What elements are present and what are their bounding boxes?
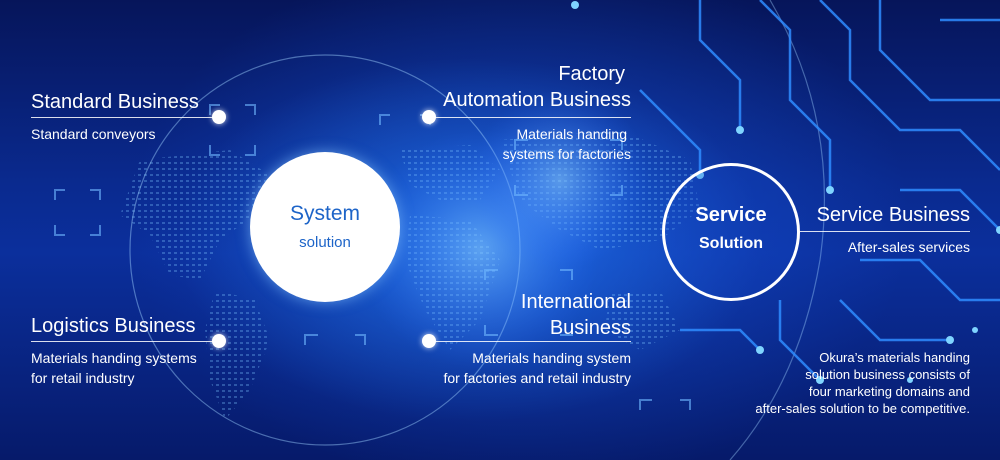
international-subtitle-line2: for factories and retail industry <box>443 370 631 386</box>
factory-node <box>422 110 436 124</box>
standard-business-title: Standard Business <box>31 91 199 113</box>
factory-title-line1: Factory <box>558 63 625 85</box>
international-node <box>422 334 436 348</box>
standard-business-subtitle: Standard conveyors <box>31 126 156 142</box>
international-title-line1: International <box>520 291 631 313</box>
logistics-business-title: Logistics Business <box>31 315 196 337</box>
standard-node <box>212 110 226 124</box>
circuit-lines <box>639 0 1000 381</box>
service-solution-subtitle: Solution <box>699 235 763 252</box>
standard-divider <box>31 117 219 118</box>
service-business-subtitle: After-sales services <box>847 239 970 255</box>
summary-note-line3: four marketing domains and <box>808 384 970 399</box>
factory-subtitle-line1: Materials handing <box>516 126 627 142</box>
logistics-divider <box>31 341 219 342</box>
system-solution-circle <box>250 152 400 302</box>
service-divider <box>800 231 970 232</box>
factory-divider <box>430 117 631 118</box>
logistics-node <box>212 334 226 348</box>
summary-note-line1: Okura’s materials handing <box>819 350 970 365</box>
service-business-title: Service Business <box>816 204 970 226</box>
logistics-subtitle-line1: Materials handing systems <box>31 350 197 366</box>
logistics-subtitle-line2: for retail industry <box>31 370 135 386</box>
international-divider <box>430 341 631 342</box>
service-solution-circle <box>662 163 800 301</box>
summary-note-line2: solution business consists of <box>805 367 970 382</box>
system-solution-subtitle: solution <box>299 234 351 251</box>
factory-title-line2: Automation Business <box>443 89 631 111</box>
summary-note: Okura’s materials handing solution busin… <box>670 349 970 417</box>
system-solution-title: System <box>289 202 360 225</box>
factory-subtitle-line2: systems for factories <box>502 146 631 162</box>
summary-note-line4: after-sales solution to be competitive. <box>755 401 970 416</box>
frame-brackets <box>54 104 691 410</box>
service-solution-title: Service <box>695 204 767 226</box>
international-title-line2: Business <box>549 317 631 339</box>
international-subtitle-line1: Materials handing system <box>472 350 631 366</box>
